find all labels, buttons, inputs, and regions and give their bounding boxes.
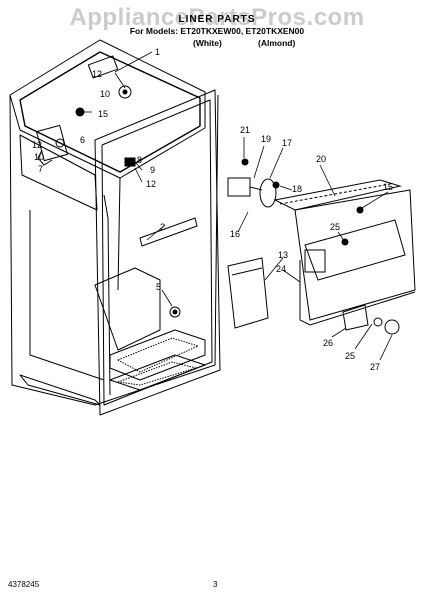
freezer-controls <box>35 55 132 166</box>
thermostat-knob <box>55 138 65 148</box>
thermostat-housing <box>35 124 69 162</box>
callout-19: 19 <box>261 134 271 144</box>
liner-front-edge <box>117 177 121 291</box>
fresh-food-parts <box>124 157 198 318</box>
grommet <box>169 306 181 318</box>
callout-12-a: 12 <box>92 69 102 79</box>
liner-body-outline <box>9 94 219 406</box>
damper <box>342 304 369 331</box>
callout-15-b: 15 <box>383 182 393 192</box>
callout-labels: 1 12 10 15 6 12 10 7 8 9 12 2 5 21 19 17… <box>32 47 393 372</box>
callout-12-b: 12 <box>32 140 42 150</box>
callout-8: 8 <box>137 155 142 165</box>
callout-2: 2 <box>160 222 165 232</box>
callout-16: 16 <box>230 229 240 239</box>
lamp-socket <box>124 157 136 167</box>
front-flange-inner <box>101 99 213 406</box>
watermark: AppliancePartsPros.com <box>69 4 365 31</box>
housing-base <box>299 260 416 326</box>
callout-17: 17 <box>282 138 292 148</box>
callout-6: 6 <box>80 135 85 145</box>
liner-top-outline <box>9 39 206 179</box>
bracket-part <box>118 85 132 99</box>
callout-27: 27 <box>370 362 380 372</box>
fan-cover-bar <box>273 179 402 211</box>
light-socket <box>87 55 119 79</box>
screw-15a <box>272 181 280 189</box>
damper-shaft <box>373 317 383 327</box>
color-almond-label: (Almond) <box>258 38 296 48</box>
callout-9: 9 <box>150 165 155 175</box>
housing-recess <box>304 219 406 281</box>
callout-15-a: 15 <box>98 109 108 119</box>
fan-cover-vents <box>279 183 391 205</box>
inner-back-edge <box>29 210 105 381</box>
fan-blade <box>259 178 277 208</box>
wire-harness <box>37 149 53 166</box>
motor-shaft <box>249 186 263 191</box>
grommet-center <box>172 309 178 315</box>
callout-1: 1 <box>155 47 160 57</box>
callout-18: 18 <box>292 184 302 194</box>
callout-13: 13 <box>278 250 288 260</box>
callout-10-b: 10 <box>34 152 44 162</box>
crisper-floor <box>109 329 206 381</box>
bracket-screw <box>122 89 128 95</box>
control-knob <box>384 319 400 335</box>
front-flange <box>94 89 221 416</box>
shelf-support <box>139 217 198 247</box>
callout-20: 20 <box>316 154 326 164</box>
freezer-opening <box>19 51 201 173</box>
bottom-tray <box>109 354 206 391</box>
bottom-tray-pattern <box>117 361 197 386</box>
duct-cover <box>227 257 269 329</box>
control-housing <box>294 189 416 321</box>
crisper-shelf <box>94 267 161 351</box>
crisper-floor-pattern <box>117 337 199 373</box>
callout-12-c: 12 <box>146 179 156 189</box>
fan-motor <box>227 177 251 197</box>
control-housing-assembly <box>227 158 416 335</box>
vent-opening <box>304 249 326 273</box>
callout-7: 7 <box>38 164 43 174</box>
model-numbers: For Models: ET20TKXEW00, ET20TKXEN00 <box>129 26 305 36</box>
compartment-edge <box>103 194 111 396</box>
leader-lines <box>82 51 393 361</box>
callout-24: 24 <box>276 264 286 274</box>
callout-5: 5 <box>156 282 161 292</box>
callout-25-a: 25 <box>330 222 340 232</box>
liner-bottom-lip <box>19 374 101 406</box>
screw-15b <box>356 206 364 214</box>
screw-21 <box>241 158 249 166</box>
liner-assembly <box>9 39 221 416</box>
diagram-title: LINER PARTS <box>178 14 256 25</box>
divider-panel <box>19 134 98 211</box>
callout-10-a: 10 <box>100 89 110 99</box>
callout-26: 26 <box>323 338 333 348</box>
footer-page-number: 3 <box>213 580 218 589</box>
callout-21: 21 <box>240 125 250 135</box>
color-white-label: (White) <box>193 38 222 48</box>
duct-cover-fold <box>231 267 263 276</box>
footer-part-number: 4378245 <box>8 580 40 589</box>
callout-25-b: 25 <box>345 351 355 361</box>
